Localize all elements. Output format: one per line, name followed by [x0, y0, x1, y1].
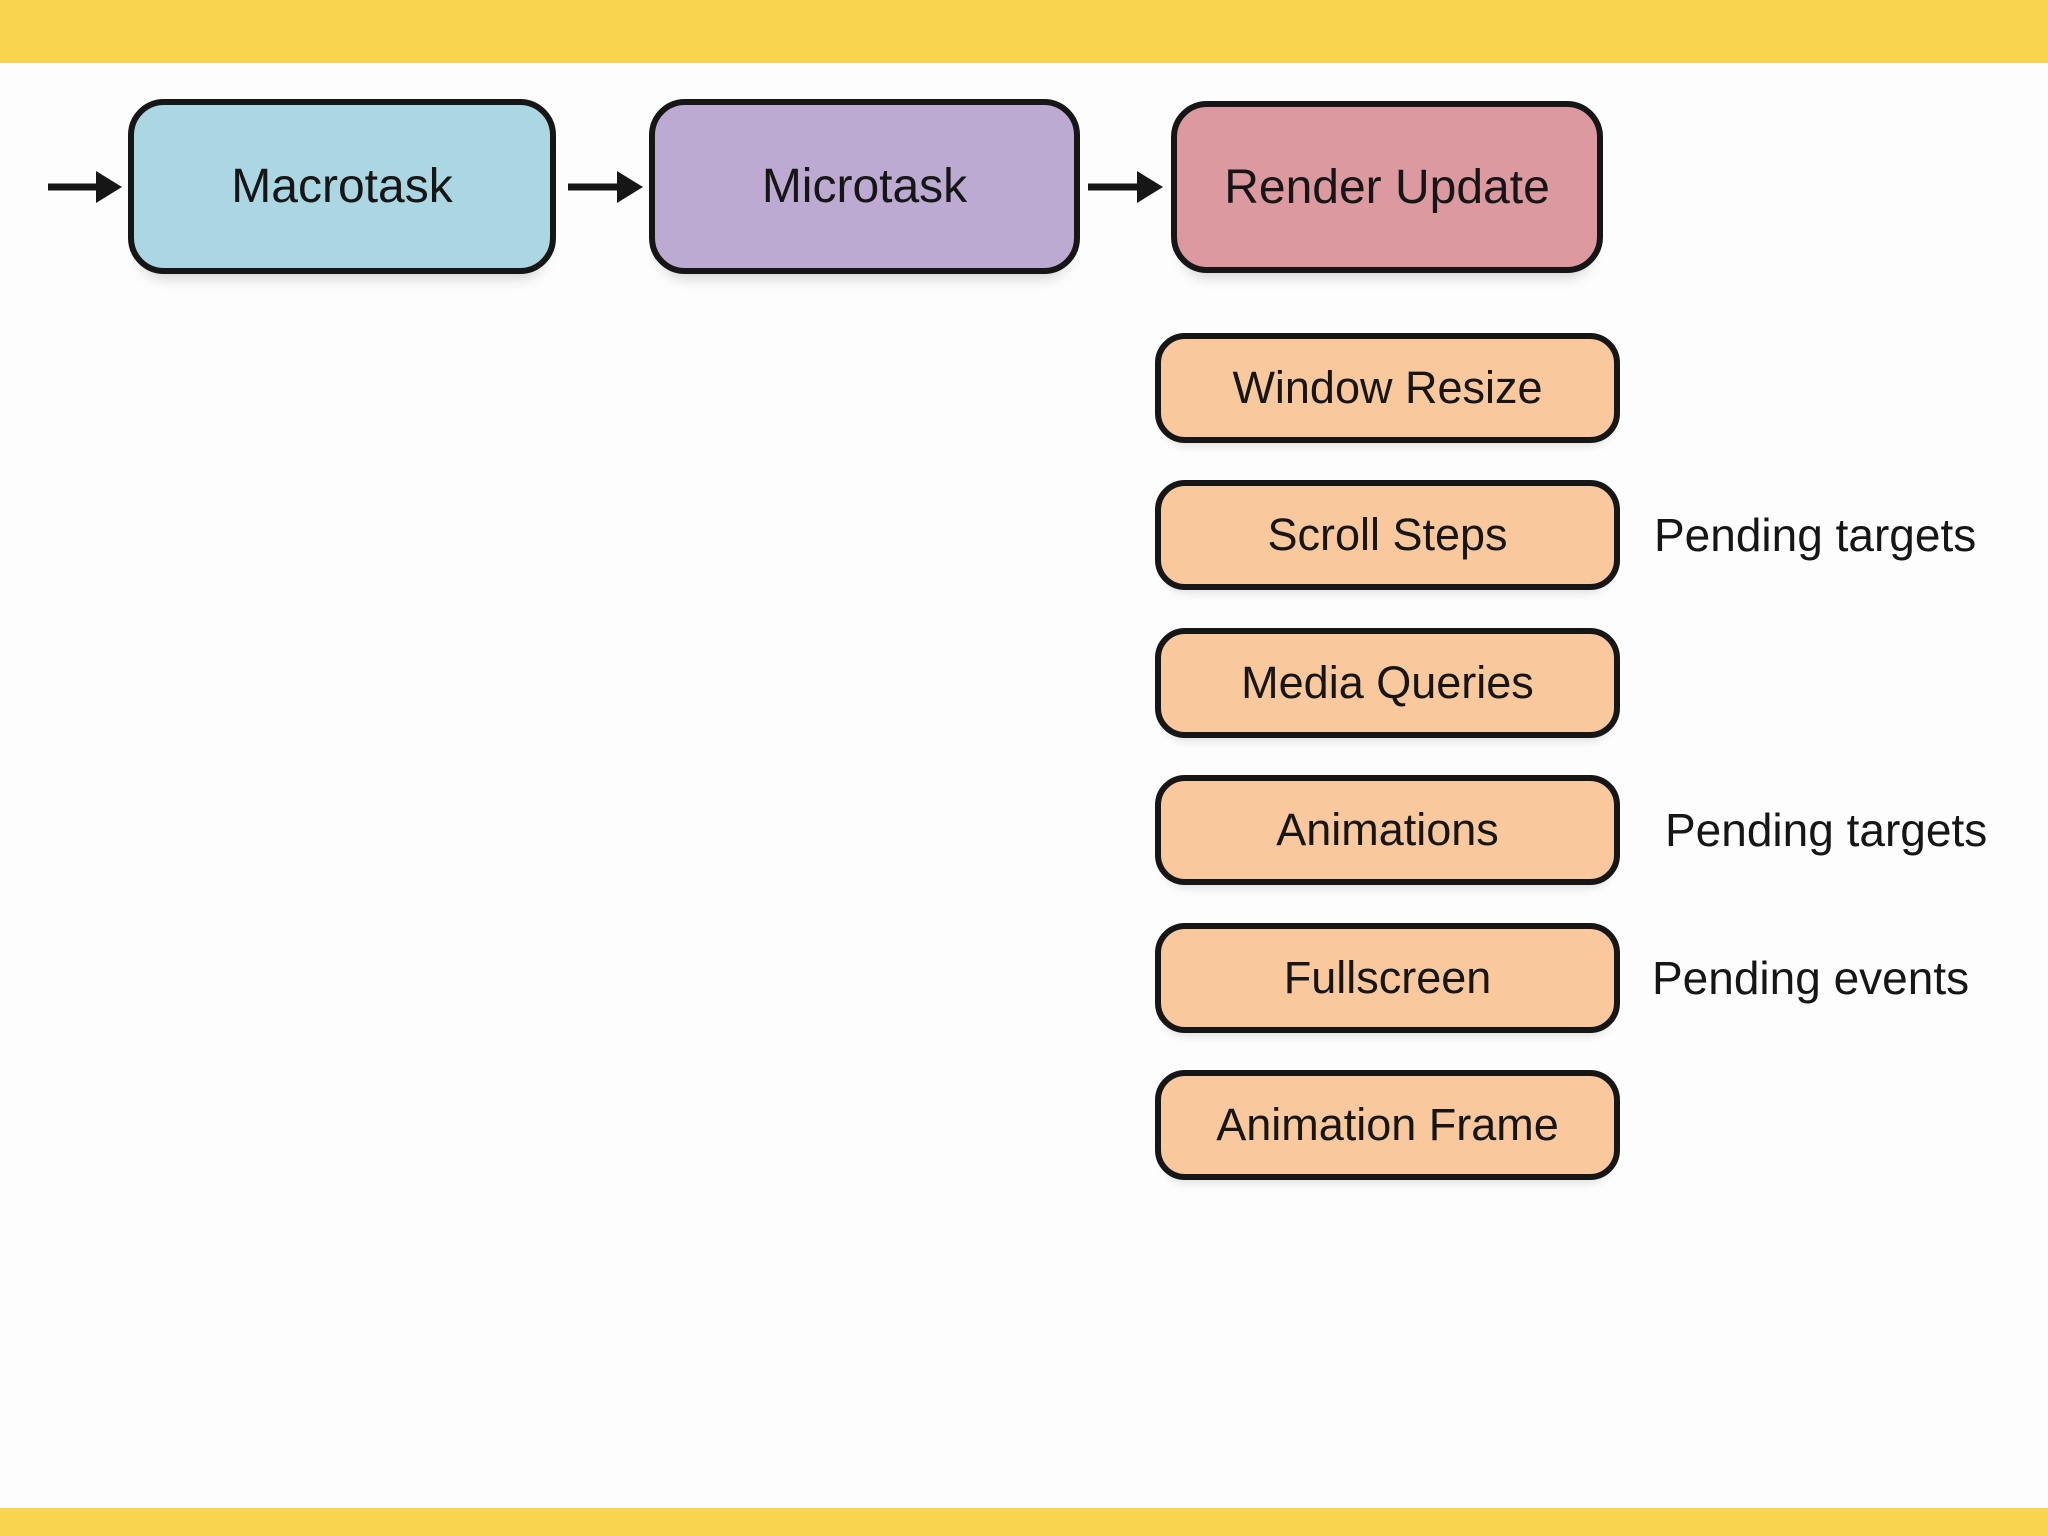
- node-microtask-label: Microtask: [761, 160, 968, 213]
- note-scroll-steps: Pending targets: [1654, 509, 1977, 561]
- step-fullscreen-label: Fullscreen: [1283, 952, 1492, 1003]
- arrow-macrotask-to-microtask: [568, 171, 643, 203]
- step-media-queries-label: Media Queries: [1241, 657, 1534, 708]
- arrow-microtask-to-render-update: [1088, 171, 1163, 203]
- bottom-accent-bar: [0, 1508, 2048, 1536]
- step-window-resize-label: Window Resize: [1232, 362, 1543, 413]
- note-animations: Pending targets: [1665, 804, 1988, 856]
- node-macrotask-label: Macrotask: [231, 160, 453, 213]
- step-animation-frame-label: Animation Frame: [1216, 1099, 1559, 1150]
- step-animations-label: Animations: [1276, 804, 1499, 855]
- step-scroll-steps: Scroll Steps: [1155, 480, 1620, 590]
- node-macrotask: Macrotask: [128, 99, 556, 274]
- step-animations: Animations: [1155, 775, 1620, 885]
- note-fullscreen: Pending events: [1652, 952, 1970, 1004]
- top-accent-bar: [0, 0, 2048, 63]
- node-render-update: Render Update: [1171, 101, 1603, 273]
- step-media-queries: Media Queries: [1155, 628, 1620, 738]
- node-render-update-label: Render Update: [1224, 160, 1550, 214]
- node-microtask: Microtask: [649, 99, 1080, 274]
- step-scroll-steps-label: Scroll Steps: [1267, 509, 1508, 560]
- step-animation-frame: Animation Frame: [1155, 1070, 1620, 1180]
- step-fullscreen: Fullscreen: [1155, 923, 1620, 1033]
- arrow-into-macrotask: [48, 171, 122, 203]
- step-window-resize: Window Resize: [1155, 333, 1620, 443]
